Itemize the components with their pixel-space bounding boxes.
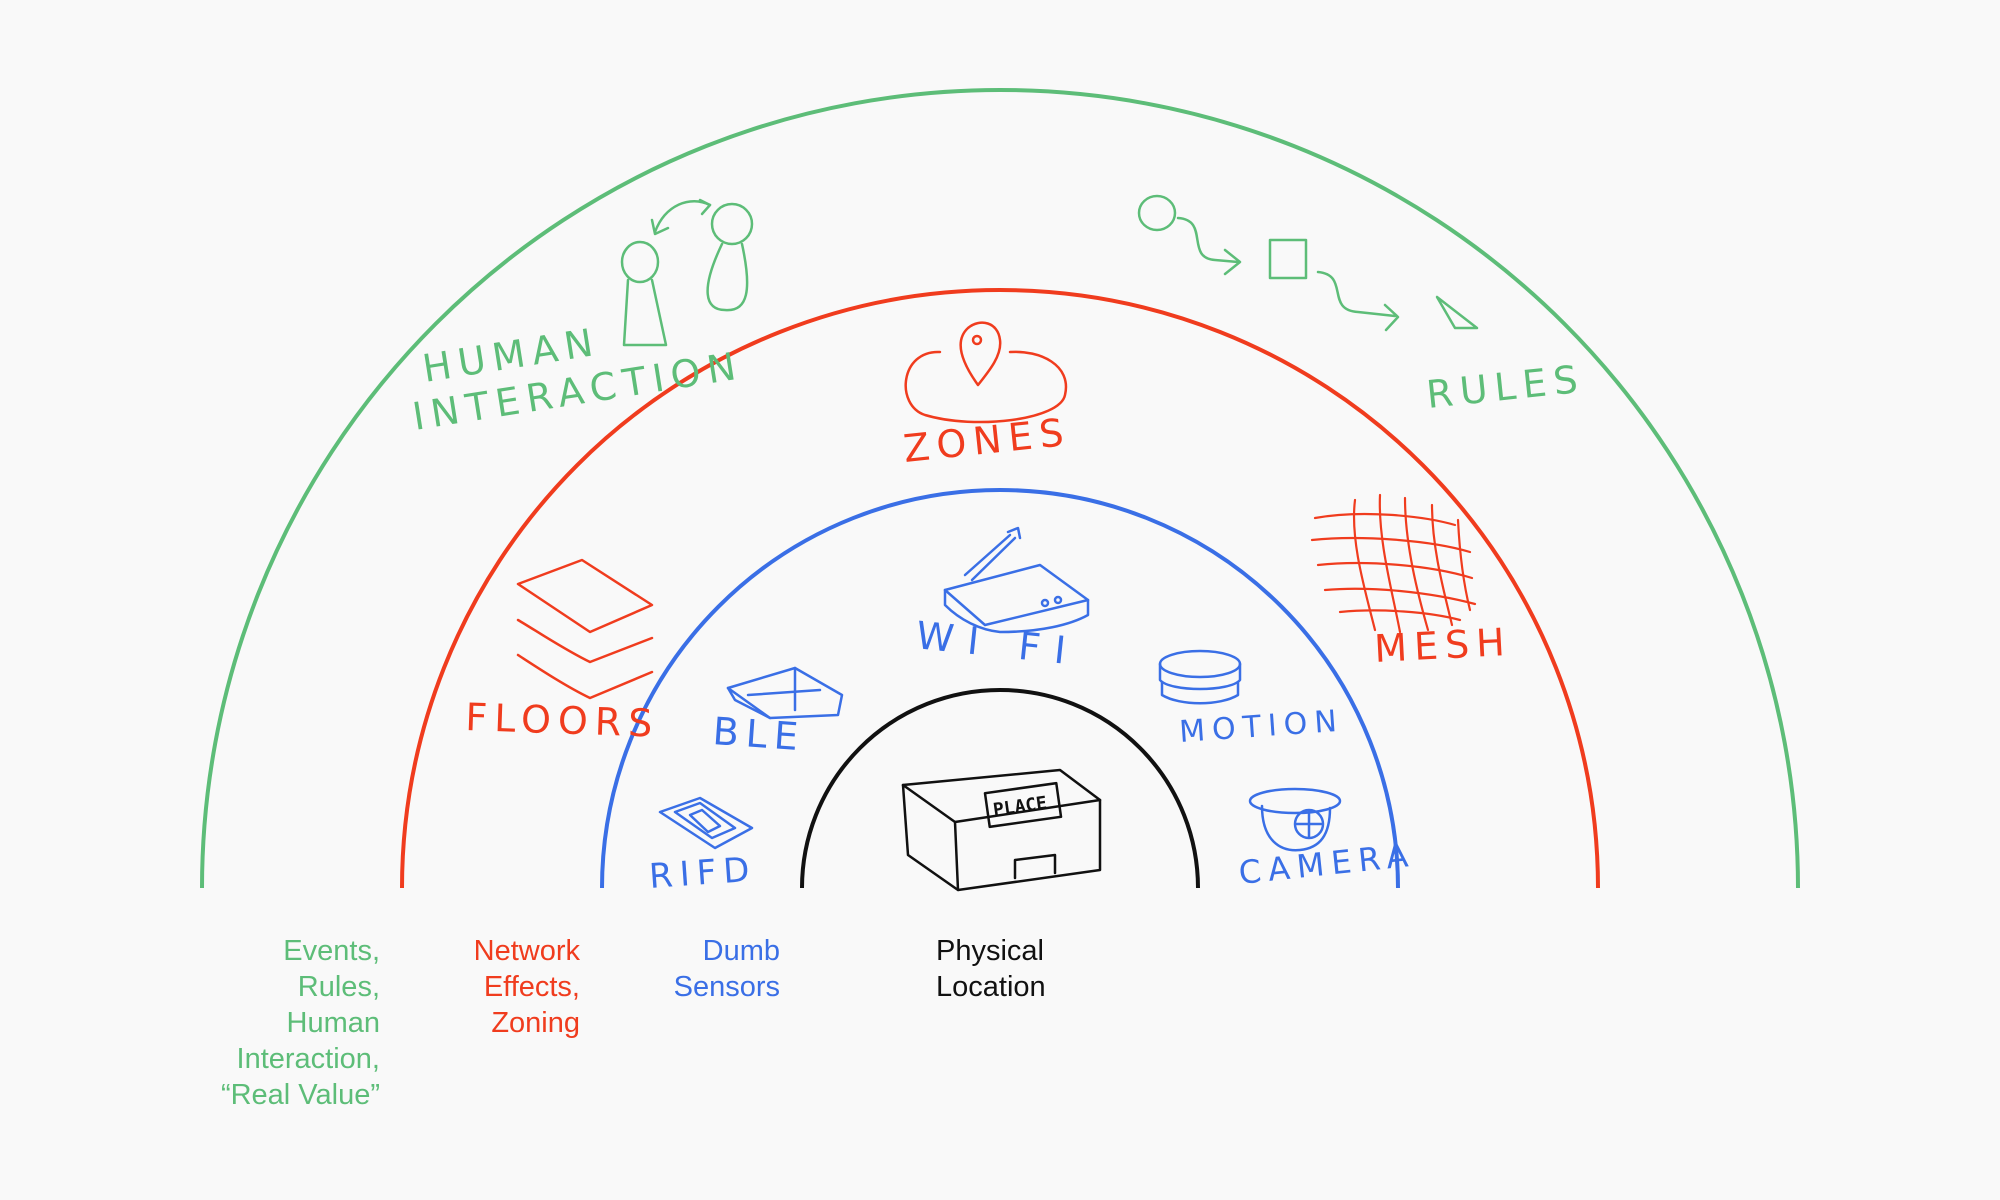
- motion-sensor-icon: [1158, 649, 1242, 705]
- ble-label: BLE: [711, 709, 806, 759]
- mesh-label: MESH: [1373, 620, 1513, 671]
- rifd-label: RIFD: [648, 850, 758, 897]
- ring-network-effects: [400, 288, 1600, 889]
- floors-layers-icon: [516, 558, 654, 700]
- rules-flow-icon: [1137, 194, 1479, 332]
- legend-events-rules: Events, Rules, Human Interaction, “Real …: [220, 935, 380, 1111]
- legend-network-effects: Network Effects, Zoning: [473, 935, 580, 1039]
- mesh-grid-icon: [1310, 493, 1477, 634]
- motion-label: MOTION: [1178, 704, 1345, 750]
- people-exchange-icon: [620, 198, 754, 347]
- building-icon: [901, 768, 1102, 892]
- legend-dumb-sensors: Dumb Sensors: [673, 935, 780, 1003]
- ring-events-rules: [200, 88, 1800, 889]
- camera-label: CAMERA: [1237, 836, 1417, 892]
- floors-label: FLOORS: [465, 695, 660, 746]
- wifi-label: WI FI: [914, 613, 1082, 674]
- ble-beacon-icon: [726, 666, 844, 720]
- legend-physical-location: Physical Location: [936, 935, 1046, 1003]
- place-sign-label: PLACE: [992, 793, 1049, 821]
- zones-label: ZONES: [901, 410, 1072, 471]
- rules-label: RULES: [1424, 357, 1586, 417]
- zone-pin-icon: [904, 321, 1068, 424]
- ring-dumb-sensors: [600, 488, 1400, 889]
- camera-icon: [1248, 787, 1342, 852]
- rfid-tag-icon: [658, 796, 754, 850]
- ring-physical-location: [800, 688, 1200, 889]
- wifi-router-icon: [943, 526, 1090, 634]
